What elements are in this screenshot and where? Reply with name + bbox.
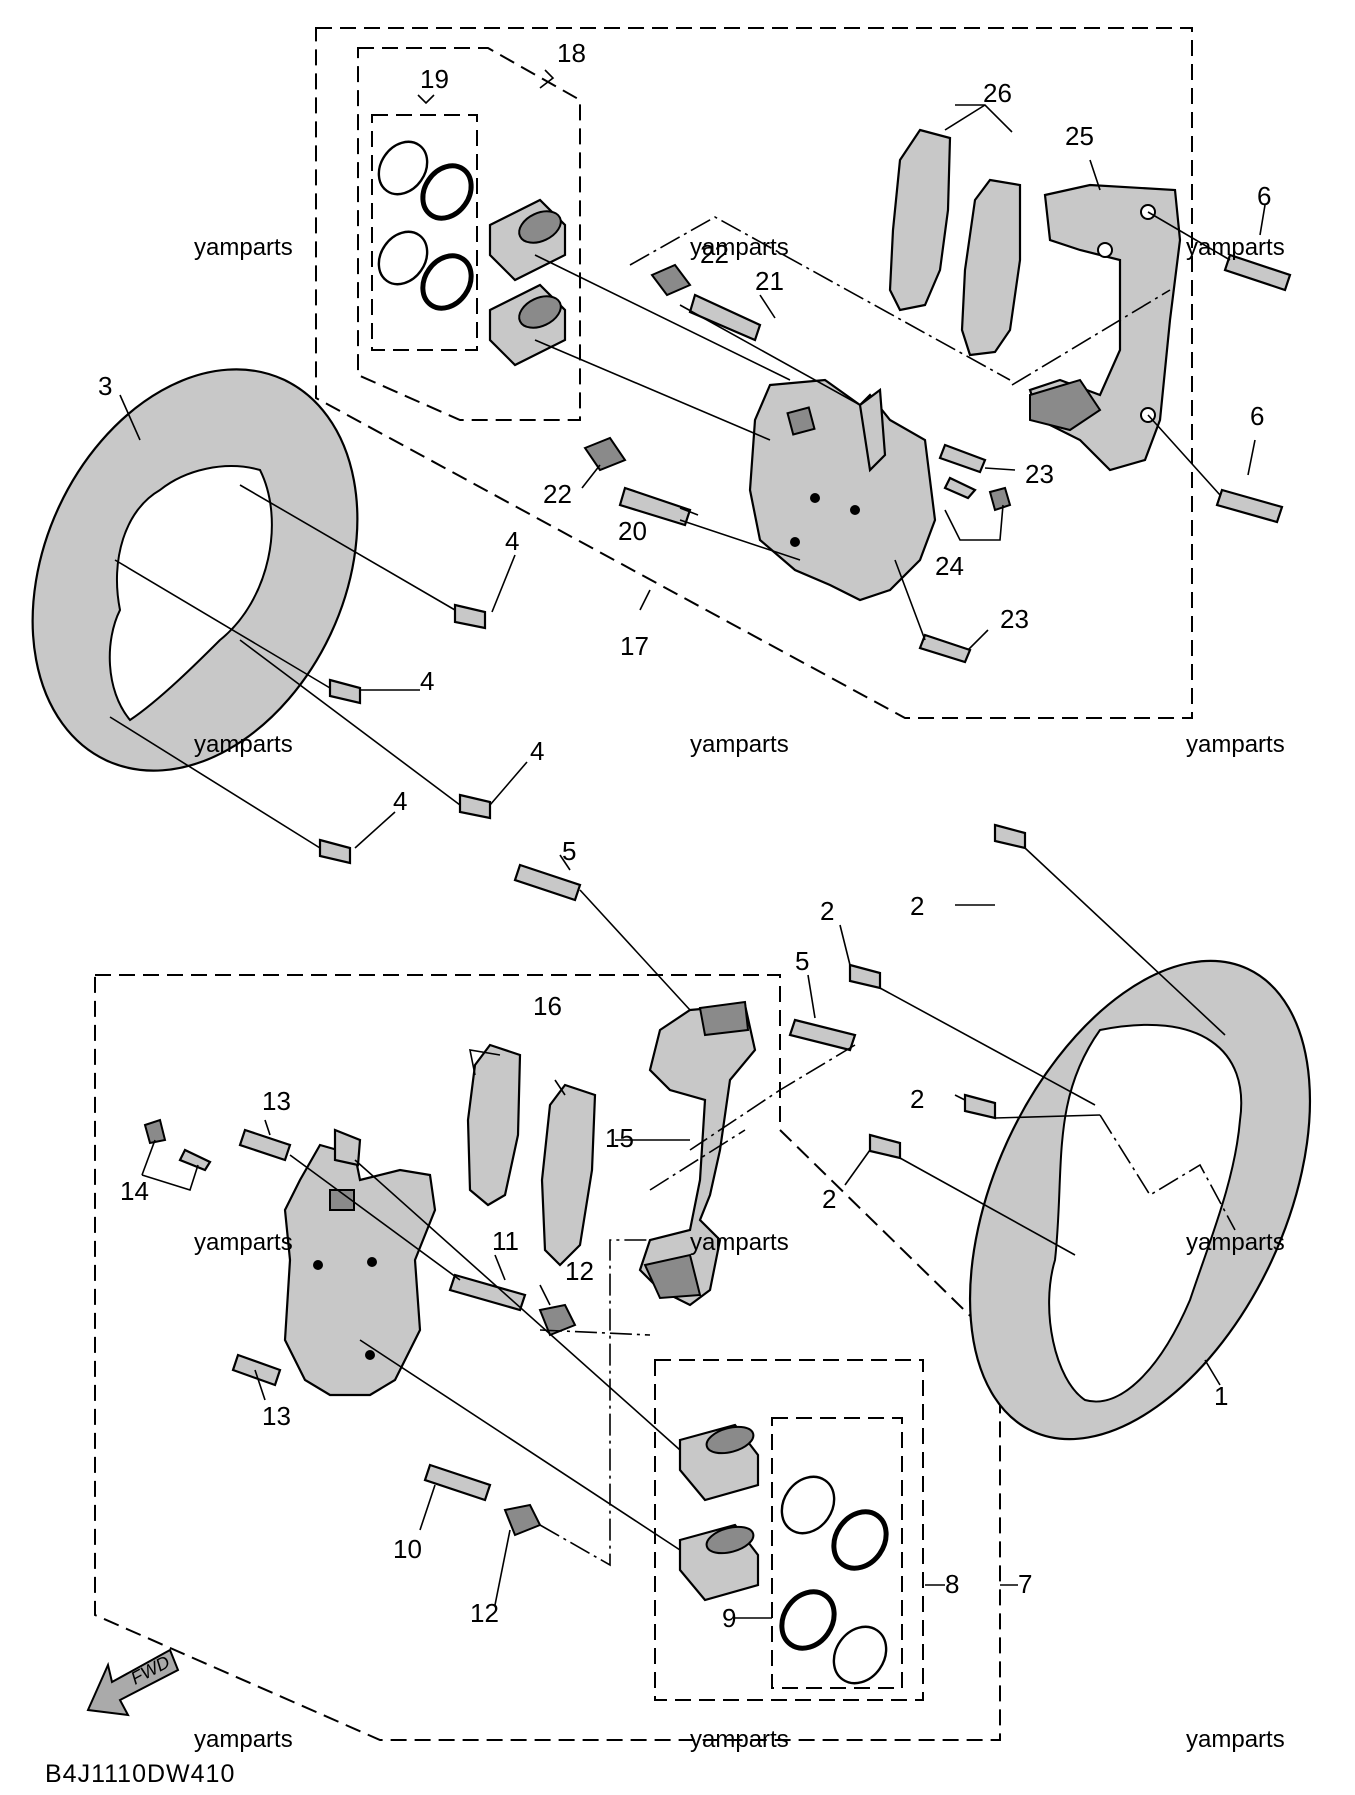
- watermark: yamparts: [194, 1229, 293, 1256]
- callout-15: 15: [605, 1123, 634, 1153]
- caliper-body-upper: [748, 378, 937, 602]
- watermark: yamparts: [1186, 234, 1285, 261]
- bolts-lower: [143, 863, 857, 1537]
- callout-3: 3: [98, 371, 112, 401]
- callout-25: 25: [1065, 121, 1094, 151]
- callout-1: 1: [1214, 1381, 1228, 1411]
- group-7-boundary: [94, 974, 1001, 1741]
- callout-2c: 2: [910, 1084, 924, 1114]
- callout-14: 14: [120, 1176, 149, 1206]
- fwd-arrow-icon: FWD: [86, 1648, 180, 1717]
- callout-23a: 23: [1025, 459, 1054, 489]
- callout-18: 18: [557, 38, 586, 68]
- watermark: yamparts: [690, 234, 789, 261]
- bolts-upper: [583, 253, 1292, 664]
- group-8-boundary: [654, 1359, 924, 1701]
- callout-22b: 22: [543, 479, 572, 509]
- callout-5b: 5: [795, 946, 809, 976]
- callout-6b: 6: [1250, 401, 1264, 431]
- callout-8: 8: [945, 1569, 959, 1599]
- pistons-upper: [488, 198, 567, 367]
- callout-12b: 12: [470, 1598, 499, 1628]
- callout-20: 20: [618, 516, 647, 546]
- caliper-bracket-upper: [1028, 183, 1182, 472]
- callout-5a: 5: [562, 836, 576, 866]
- callout-6a: 6: [1257, 181, 1271, 211]
- callout-7: 7: [1018, 1569, 1032, 1599]
- callout-2a: 2: [820, 896, 834, 926]
- disc-bolts-upper: [318, 603, 492, 865]
- watermark: yamparts: [194, 731, 293, 758]
- callout-9: 9: [722, 1603, 736, 1633]
- callout-2d: 2: [822, 1184, 836, 1214]
- pistons-lower: [678, 1423, 760, 1602]
- watermark: yamparts: [1186, 1726, 1285, 1753]
- callout-4d: 4: [393, 786, 407, 816]
- callout-19: 19: [420, 64, 449, 94]
- disc-bolts-lower: [848, 823, 1027, 1160]
- brake-disc-lower: [968, 959, 1312, 1441]
- group-19-boundary: [371, 114, 478, 351]
- callout-2b: 2: [910, 891, 924, 921]
- callout-13b: 13: [262, 1401, 291, 1431]
- piston-seals-lower: [779, 1475, 889, 1685]
- piston-seals-upper: [377, 140, 474, 311]
- callout-23b: 23: [1000, 604, 1029, 634]
- callout-17: 17: [620, 631, 649, 661]
- callout-4a: 4: [505, 526, 519, 556]
- caliper-bracket-lower: [638, 1000, 757, 1307]
- diagram-code: B4J1110DW410: [45, 1760, 235, 1788]
- brake-pads-lower: [466, 1043, 597, 1267]
- watermark: yamparts: [194, 234, 293, 261]
- callout-12a: 12: [565, 1256, 594, 1286]
- callout-16: 16: [533, 991, 562, 1021]
- caliper-body-lower: [283, 1128, 437, 1397]
- callout-13a: 13: [262, 1086, 291, 1116]
- group-17-boundary: [315, 27, 1193, 719]
- watermark: yamparts: [1186, 1229, 1285, 1256]
- watermark: yamparts: [690, 1229, 789, 1256]
- callout-22a: 22: [700, 239, 729, 269]
- callout-26: 26: [983, 78, 1012, 108]
- group-9-boundary: [771, 1417, 903, 1689]
- watermark: yamparts: [194, 1726, 293, 1753]
- group-18-boundary: [357, 47, 581, 421]
- callout-10: 10: [393, 1534, 422, 1564]
- watermark: yamparts: [690, 731, 789, 758]
- watermark: yamparts: [690, 1726, 789, 1753]
- callout-24: 24: [935, 551, 964, 581]
- callout-4b: 4: [420, 666, 434, 696]
- watermark: yamparts: [1186, 731, 1285, 758]
- callout-4c: 4: [530, 736, 544, 766]
- brake-pads-upper: [888, 128, 1022, 357]
- brake-disc-upper: [31, 368, 359, 772]
- callout-11: 11: [492, 1226, 519, 1256]
- callout-21: 21: [755, 266, 784, 296]
